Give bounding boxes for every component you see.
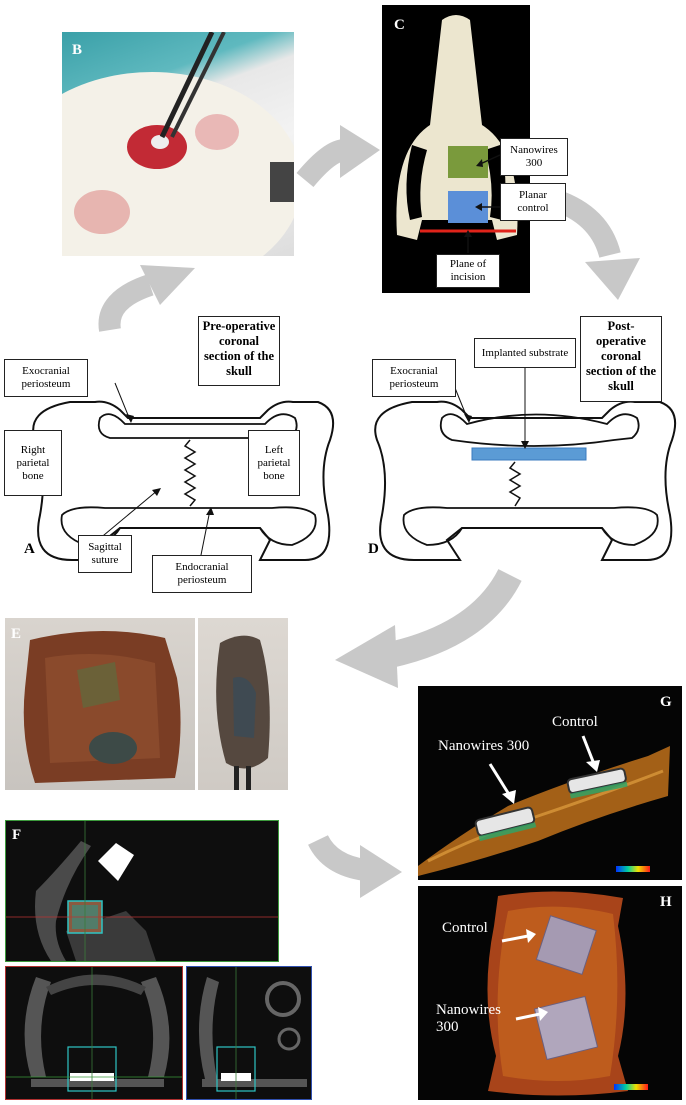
sagittal-suture-label: Sagittal suture <box>78 535 132 573</box>
panel-label-b: B <box>72 42 83 58</box>
ct-top-illustration <box>6 821 278 961</box>
nanowires-300-label: Nanowires 300 <box>500 138 568 176</box>
panel-label-g: G <box>660 694 672 710</box>
panel-b-surgery-photo: B <box>62 32 294 256</box>
plane-of-incision-label: Plane of incision <box>436 254 500 288</box>
nanowire-sample-g <box>474 806 536 837</box>
control-sample-h <box>535 915 597 975</box>
left-parietal-label: Left parietal bone <box>248 430 300 496</box>
flow-arrow-c-to-d-head <box>585 258 640 300</box>
panel-f-ct-bottom-left <box>5 966 183 1100</box>
panel-label-e: E <box>11 626 22 642</box>
panel-e-explant-photo-right <box>198 618 288 790</box>
pre-op-title: Pre-operative coronal section of the sku… <box>198 316 280 386</box>
panel-label-f: F <box>12 827 22 843</box>
surgery-illustration <box>62 32 294 256</box>
endocranial-periosteum-label: Endocranial periosteum <box>152 555 252 593</box>
control-label-g: Control <box>552 714 598 730</box>
panel-label-d: D <box>368 541 379 557</box>
flow-arrow-d-to-e-head <box>335 625 398 688</box>
panel-label-h: H <box>660 894 672 910</box>
control-label-h: Control <box>442 920 488 936</box>
ct-bottom-right-illustration <box>198 967 307 1099</box>
nanowires-300-label-g: Nanowires 300 <box>438 738 530 754</box>
exocranial-periosteum-label-a: Exocranial periosteum <box>4 359 88 397</box>
planar-control-label: Planar control <box>500 183 566 221</box>
flow-arrow-f-to-gh <box>308 834 367 881</box>
flow-arrow-f-to-gh-head <box>360 845 402 898</box>
nanowire-sample-h <box>533 995 599 1061</box>
panel-f-ct-bottom-right <box>186 966 312 1100</box>
reconstruction-g-illustration <box>418 735 670 876</box>
reconstruction-h-illustration <box>487 891 648 1096</box>
control-sample-g <box>566 767 627 794</box>
panel-e-explant-photo-left: E <box>5 618 195 790</box>
panel-g-3d-reconstruction: Nanowires 300 Control G <box>418 686 682 880</box>
flow-arrow-a-to-b <box>98 274 154 332</box>
panel-f-ct-top: F <box>5 820 279 962</box>
nanowires-300-label-h: Nanowires 300 <box>436 1002 501 1035</box>
exocranial-periosteum-label-d: Exocranial periosteum <box>372 359 456 397</box>
ct-bottom-left-illustration <box>6 967 182 1099</box>
flow-arrow-a-to-b-head <box>140 265 195 305</box>
flow-arrow-b-to-c <box>296 139 347 188</box>
right-parietal-label: Right parietal bone <box>4 430 62 496</box>
post-op-title: Post-operative coronal section of the sk… <box>580 316 662 402</box>
flow-arrow-b-to-c-head <box>340 125 380 178</box>
flow-arrow-d-to-e <box>387 568 522 668</box>
panel-h-3d-reconstruction: Control Nanowires 300 H <box>418 886 682 1100</box>
explant-right-illustration <box>216 635 270 790</box>
implanted-substrate-label: Implanted substrate <box>474 338 576 368</box>
explant-left-illustration <box>23 630 181 783</box>
panel-label-a: A <box>24 541 35 557</box>
panel-label-c: C <box>394 17 405 33</box>
